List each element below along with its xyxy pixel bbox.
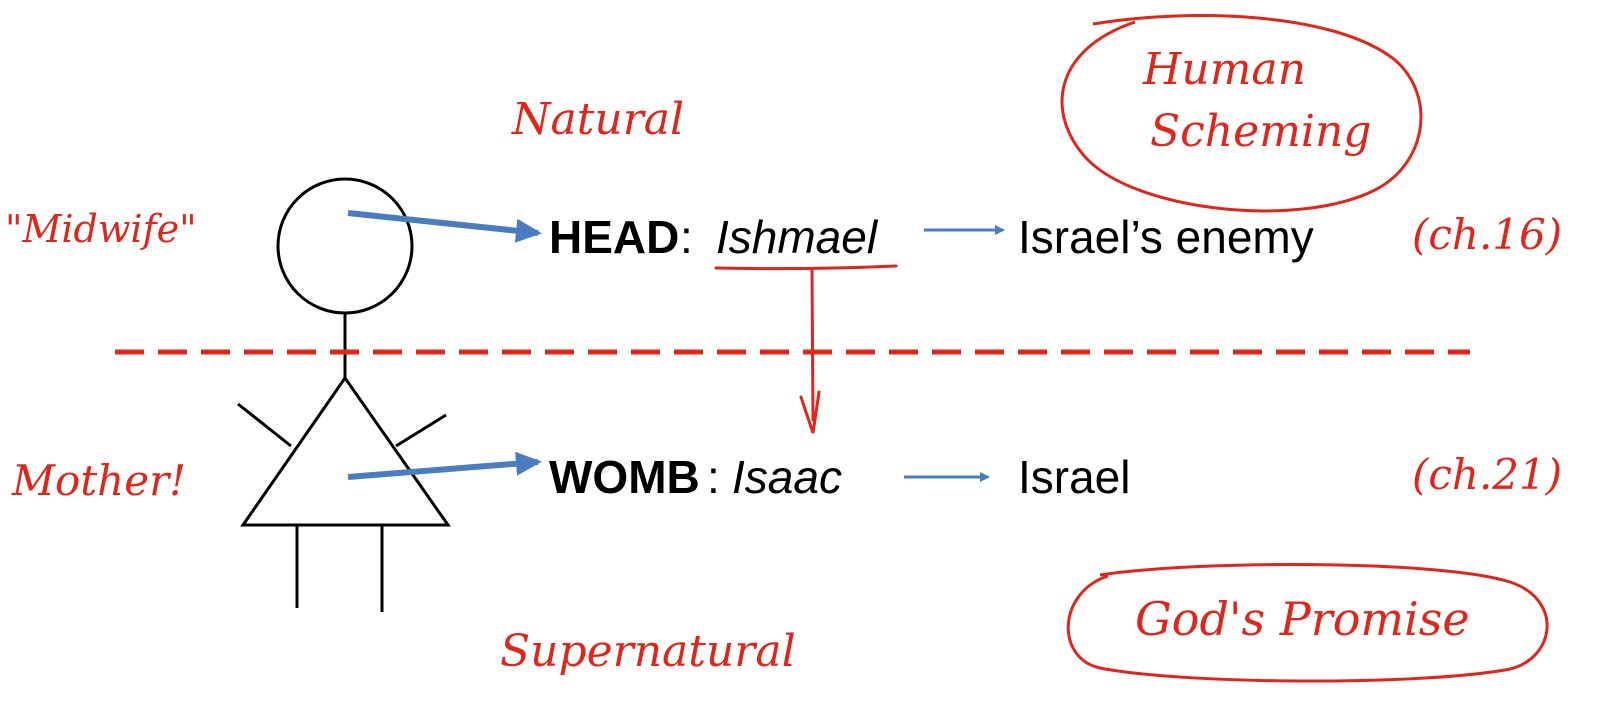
gods-promise-ellipse (1066, 563, 1549, 683)
gods-promise-annotation: God's Promise (1135, 592, 1470, 646)
israels-enemy-label: Israel’s enemy (1018, 211, 1314, 263)
natural-annotation: Natural (512, 94, 685, 145)
midwife-annotation: "Midwife" (5, 207, 197, 251)
human-scheming-line2: Scheming (1150, 106, 1372, 157)
stick-figure (237, 177, 451, 612)
chapter-16-annotation: (ch.16) (1412, 210, 1563, 259)
figure-head (276, 177, 414, 315)
human-scheming-ellipse (1060, 14, 1423, 213)
womb-label: WOMB (549, 451, 700, 503)
israel-label: Israel (1018, 451, 1131, 503)
supernatural-annotation: Supernatural (500, 626, 796, 677)
figure-body-triangle (240, 375, 451, 527)
womb-colon: : (707, 451, 720, 503)
isaac-label: Isaac (732, 451, 842, 503)
head-pointer-arrow (347, 210, 542, 243)
figure-right-arm (395, 413, 447, 448)
ishmael-isaac-connector (714, 264, 898, 434)
womb-pointer-arrow (347, 451, 542, 480)
chapter-21-annotation: (ch.21) (1412, 450, 1563, 499)
figure-left-arm (237, 402, 292, 448)
mother-annotation: Mother! (12, 456, 187, 505)
head-label: HEAD (549, 211, 680, 263)
ishmael-label: Ishmael (716, 211, 878, 263)
human-scheming-line1: Human (1143, 44, 1307, 95)
head-colon: : (680, 211, 693, 263)
